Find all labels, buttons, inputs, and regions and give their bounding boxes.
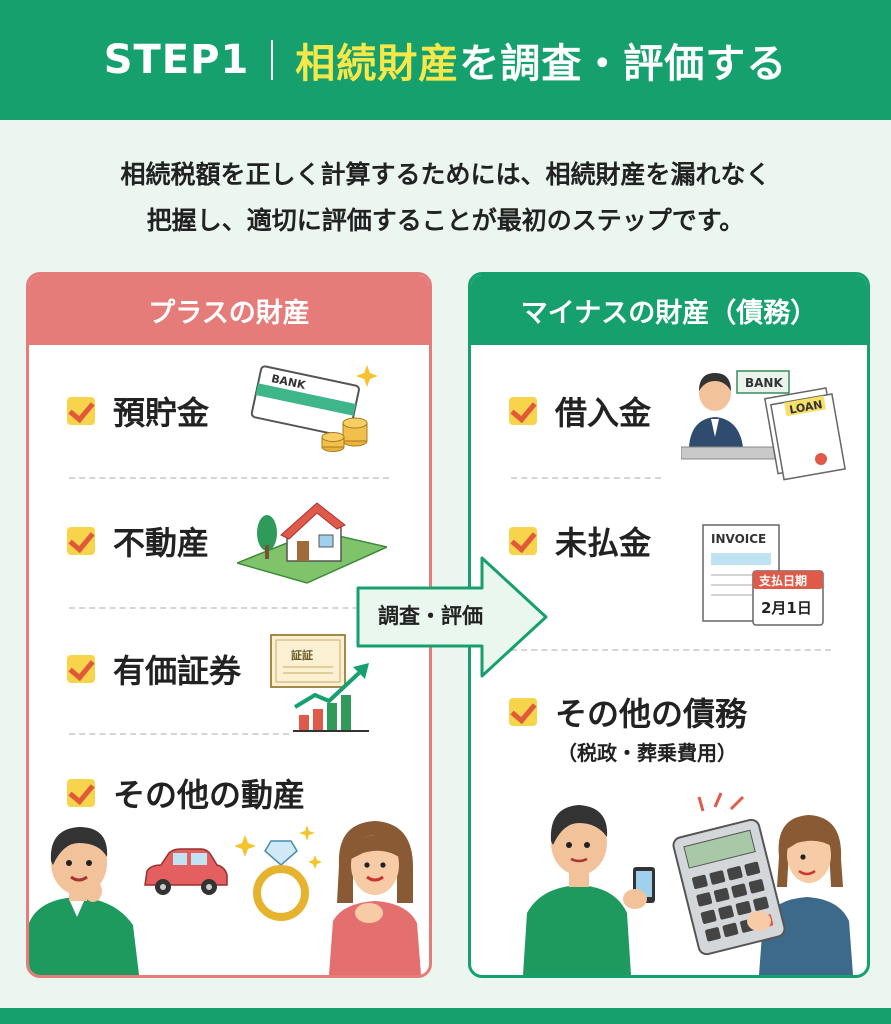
item-divider	[69, 477, 389, 479]
check-icon	[67, 397, 95, 425]
check-icon	[509, 527, 537, 555]
arrow-label: 調査・評価	[378, 604, 483, 628]
house-icon	[237, 502, 387, 584]
plus-item-real-estate: 不動産	[29, 518, 429, 564]
due-label-text: 支払日期	[758, 573, 807, 588]
car-icon	[144, 848, 228, 895]
bank-sign-text: BANK	[745, 376, 783, 390]
minus-item-other-debts: その他の債務	[471, 689, 867, 735]
item-divider	[69, 733, 289, 735]
invoice-title-text: INVOICE	[711, 532, 766, 546]
plus-item-savings: 預貯金	[29, 388, 429, 434]
plus-item-label: その他の動産	[113, 776, 306, 814]
plus-item-label: 預貯金	[113, 394, 210, 432]
title-rest: を調査・評価する	[459, 41, 788, 87]
item-divider	[69, 607, 389, 609]
minus-item-sub-label: （税政・葬乗費用）	[557, 741, 737, 765]
minus-item-label: その他の債務	[555, 695, 748, 733]
man-thinking-illustration	[29, 827, 139, 975]
intro-line-2: 把握し、適切に評価することが最初のステップです。	[146, 206, 745, 235]
minus-assets-panel: マイナスの財産（債務） 借入金 BANK LOAN 未払金 INVOICE 支払…	[468, 272, 870, 978]
minus-item-unpaid: 未払金	[471, 518, 867, 564]
loan-icon: BANK LOAN	[681, 370, 846, 481]
check-icon	[509, 698, 537, 726]
plus-item-label: 有価証券	[113, 652, 242, 690]
minus-panel-title: マイナスの財産（債務）	[471, 275, 867, 345]
man-with-phone-illustration	[523, 805, 655, 975]
check-icon	[509, 397, 537, 425]
loan-doc-text: LOAN	[788, 398, 823, 417]
check-icon	[67, 527, 95, 555]
step-label: STEP1	[103, 37, 250, 83]
intro-text: 相続税額を正しく計算するためには、相続財産を漏れなく 把握し、適切に評価すること…	[0, 152, 891, 244]
intro-line-1: 相続税額を正しく計算するためには、相続財産を漏れなく	[120, 160, 771, 189]
plus-item-securities: 有価証券	[29, 646, 429, 692]
item-divider	[511, 477, 661, 479]
plus-item-label: 不動産	[113, 524, 210, 562]
check-icon	[67, 779, 95, 807]
bank-deposit-icon: BANK	[250, 365, 378, 452]
page-header: STEP1 相続財産を調査・評価する	[0, 0, 891, 120]
item-divider	[511, 649, 831, 651]
check-icon	[67, 655, 95, 683]
woman-with-calculator-illustration	[672, 792, 853, 975]
certificate-text: 証証	[291, 648, 313, 662]
minus-item-label: 借入金	[555, 394, 652, 432]
woman-illustration	[329, 821, 421, 975]
minus-item-borrowings: 借入金	[471, 388, 867, 434]
header-divider	[271, 40, 274, 80]
invoice-icon: INVOICE 支払日期 2月1日	[702, 524, 824, 626]
process-arrow: 調査・評価	[356, 556, 548, 678]
title-highlight: 相続財産	[295, 41, 460, 87]
right-arrow-icon	[356, 556, 548, 678]
ring-icon	[235, 825, 322, 921]
plus-item-other-movables: その他の動産	[29, 770, 429, 816]
due-date-text: 2月1日	[761, 599, 812, 617]
minus-item-label: 未払金	[555, 524, 652, 562]
bottom-bar	[0, 1008, 891, 1024]
securities-icon: 証証	[270, 634, 369, 732]
plus-panel-title: プラスの財産	[29, 275, 429, 345]
